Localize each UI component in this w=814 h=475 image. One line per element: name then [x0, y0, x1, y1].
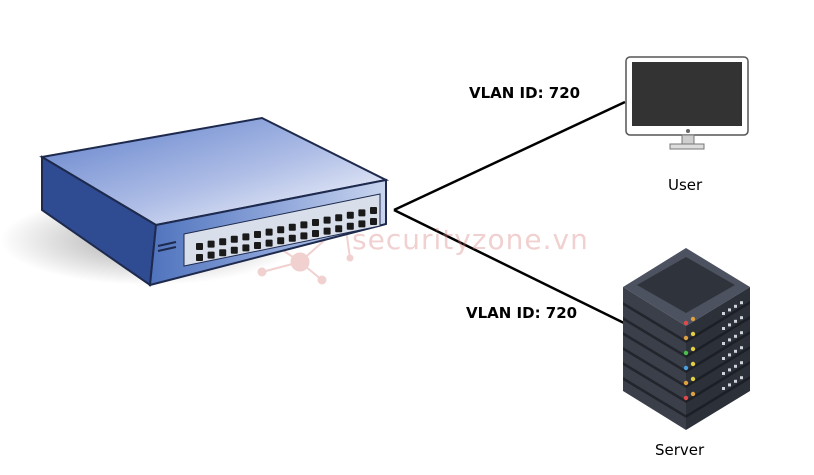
- server-vent: [734, 364, 737, 368]
- switch-port: [207, 240, 215, 248]
- server-vent: [728, 338, 731, 342]
- server-vent: [722, 372, 725, 375]
- server-status-led: [690, 331, 696, 337]
- server-status-led: [690, 316, 696, 322]
- server-vent: [728, 308, 731, 312]
- switch-port: [265, 239, 273, 247]
- switch-port: [335, 214, 343, 222]
- switch-port: [242, 244, 250, 252]
- switch-port: [230, 235, 238, 243]
- vlan-label-server-link: VLAN ID: 720: [466, 304, 578, 322]
- switch-port: [312, 230, 319, 237]
- switch-port: [196, 243, 203, 250]
- server-slot-divider: [623, 302, 686, 343]
- vlan-label-user-link: VLAN ID: 720: [469, 84, 581, 102]
- switch-port: [300, 232, 308, 240]
- switch-port-grid: [196, 207, 377, 261]
- server-vent: [740, 376, 743, 380]
- server-vent: [740, 331, 743, 335]
- server-vent: [722, 312, 725, 315]
- switch-port: [230, 246, 238, 254]
- switch-port: [335, 225, 343, 233]
- link-line-user: [393, 100, 626, 212]
- server-vent: [728, 383, 731, 387]
- server-vent: [728, 368, 731, 372]
- server-vent: [740, 301, 743, 305]
- server-vent: [722, 342, 725, 345]
- server-status-led: [690, 361, 696, 367]
- switch-port: [288, 223, 296, 231]
- server-vent: [734, 334, 737, 338]
- switch-port: [254, 231, 261, 238]
- switch-port: [219, 238, 227, 246]
- switch-port: [300, 221, 308, 229]
- switch-port: [370, 207, 377, 214]
- switch-port: [277, 226, 285, 234]
- switch-port: [288, 234, 296, 242]
- server-slot-divider: [623, 317, 686, 358]
- server-status-led: [683, 335, 689, 341]
- server-label: Server: [655, 441, 705, 459]
- server-rack-icon: [623, 248, 750, 430]
- link-line-server: [393, 208, 625, 325]
- server-slot-group: [623, 301, 750, 418]
- network-switch-icon: [0, 116, 390, 287]
- switch-port: [323, 216, 331, 224]
- switch-port: [358, 220, 366, 228]
- switch-port: [254, 242, 261, 249]
- server-status-led: [683, 395, 689, 401]
- server-vent: [722, 327, 725, 330]
- server-slot-divider: [686, 301, 750, 343]
- server-slot-divider: [686, 346, 750, 388]
- server-slot-divider: [623, 377, 686, 418]
- switch-port: [196, 254, 203, 261]
- server-status-led: [683, 350, 689, 356]
- switch-port: [370, 218, 377, 225]
- switch-port: [219, 249, 227, 257]
- user-label: User: [668, 176, 703, 194]
- server-vent: [728, 323, 731, 327]
- switch-port: [207, 251, 215, 259]
- server-status-led: [683, 320, 689, 326]
- server-slot-divider: [686, 331, 750, 373]
- server-slot-divider: [623, 347, 686, 388]
- switch-port: [312, 219, 319, 226]
- server-vent: [734, 304, 737, 308]
- switch-port: [346, 211, 354, 219]
- server-status-led: [683, 380, 689, 386]
- switch-port: [265, 228, 273, 236]
- server-slot-divider: [686, 376, 750, 418]
- server-vent: [734, 319, 737, 323]
- server-vent: [722, 357, 725, 360]
- server-status-led: [690, 376, 696, 382]
- server-vent: [734, 379, 737, 383]
- server-slot-divider: [623, 332, 686, 373]
- server-slot-divider: [623, 362, 686, 403]
- switch-port: [277, 237, 285, 245]
- server-vent: [728, 353, 731, 357]
- server-slot-divider: [686, 361, 750, 403]
- switch-port: [323, 227, 331, 235]
- server-status-led: [690, 391, 696, 397]
- server-vent: [722, 387, 725, 390]
- watermark-text: securityzone.vn: [352, 223, 589, 256]
- server-status-led: [690, 346, 696, 352]
- switch-port: [346, 222, 354, 230]
- server-vent: [740, 361, 743, 365]
- server-vent: [734, 349, 737, 353]
- server-vent: [740, 316, 743, 320]
- server-slot-divider: [686, 316, 750, 358]
- monitor-icon: [625, 56, 749, 150]
- server-status-led: [683, 365, 689, 371]
- switch-port: [242, 233, 250, 241]
- server-vent: [740, 346, 743, 350]
- switch-port: [358, 209, 366, 217]
